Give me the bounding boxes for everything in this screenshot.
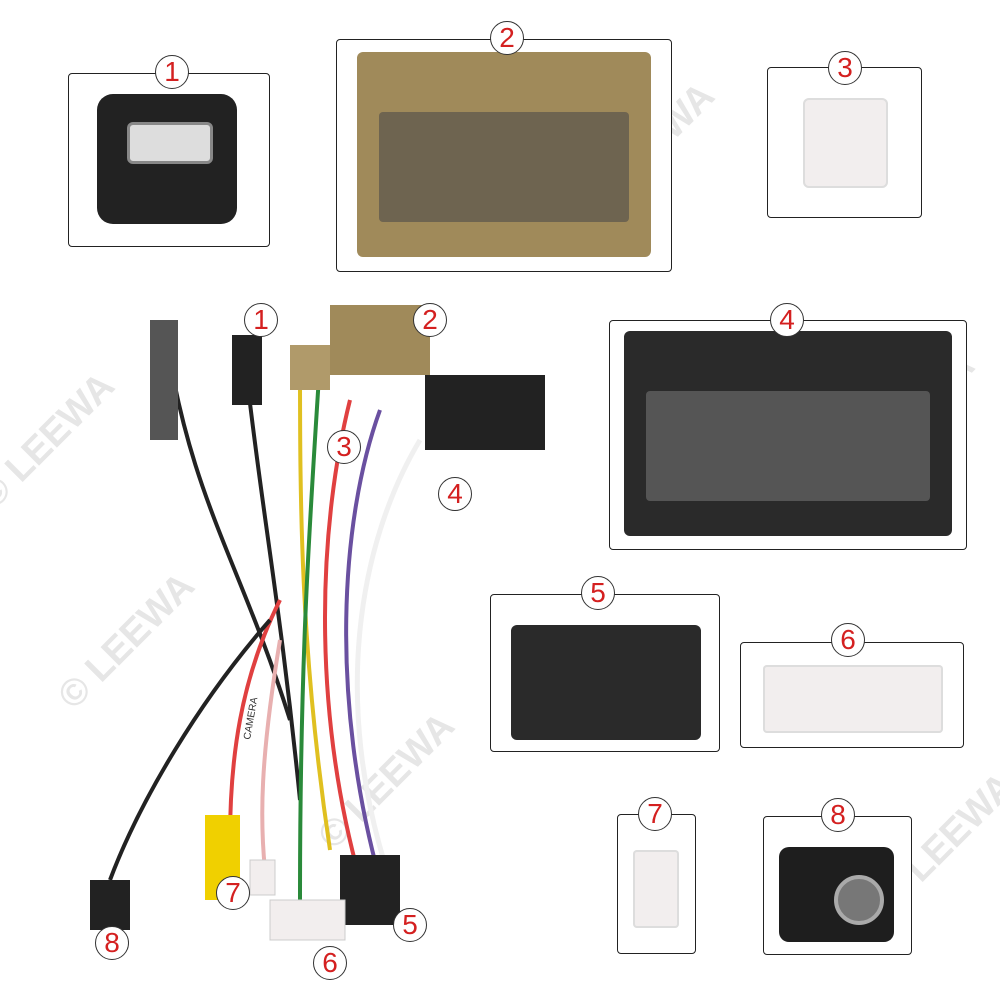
harness-label-2: 2: [413, 303, 447, 337]
detail-label-7: 7: [638, 797, 672, 831]
detail-box-6: [740, 642, 964, 748]
detail-label-8: 8: [821, 798, 855, 832]
white-connector-small: [803, 98, 888, 188]
white-connector-wide: [763, 665, 943, 733]
black-connector-16pin: [511, 625, 701, 740]
detail-label-6: 6: [831, 623, 865, 657]
white-plug-small: [249, 859, 276, 896]
antenna-connector: [779, 847, 894, 942]
tan-plug-small: [290, 345, 330, 390]
harness-label-8: 8: [95, 926, 129, 960]
mini-usb-connector: [97, 94, 237, 224]
tan-connector: [357, 52, 651, 257]
detail-box-5: [490, 594, 720, 752]
detail-label-2: 2: [490, 21, 524, 55]
detail-label-5: 5: [581, 576, 615, 610]
detail-box-8: [763, 816, 912, 955]
harness-label-5: 5: [393, 908, 427, 942]
harness-label-1: 1: [244, 303, 278, 337]
black-connector-large: [624, 331, 952, 536]
antenna-plug: [150, 320, 178, 440]
antenna-adapter-plug: [90, 880, 130, 930]
detail-label-4: 4: [770, 303, 804, 337]
detail-box-4: [609, 320, 967, 550]
detail-label-3: 3: [828, 51, 862, 85]
harness-label-7: 7: [216, 876, 250, 910]
mini-usb-plug: [232, 335, 262, 405]
harness-label-6: 6: [313, 946, 347, 980]
detail-box-2: [336, 39, 672, 272]
detail-box-1: [68, 73, 270, 247]
white-plug-wide: [269, 899, 346, 941]
harness-label-3: 3: [327, 430, 361, 464]
detail-label-1: 1: [155, 55, 189, 89]
black-plug-16pin: [340, 855, 400, 925]
detail-box-7: [617, 814, 696, 954]
harness-label-4: 4: [438, 477, 472, 511]
white-connector-4pin: [633, 850, 679, 928]
detail-box-3: [767, 67, 922, 218]
black-plug-large: [425, 375, 545, 450]
